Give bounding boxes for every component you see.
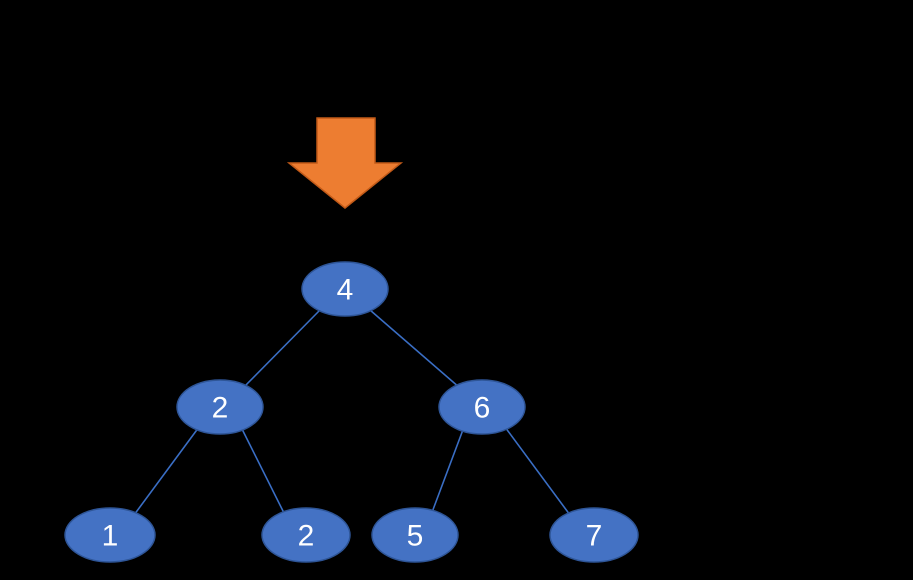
tree-node-label: 5 [407, 520, 424, 553]
tree-node-n-r[interactable]: 6 [438, 379, 526, 435]
tree-node-label: 4 [337, 274, 354, 307]
tree-node-shape[interactable] [176, 379, 264, 435]
tree-node-label: 7 [586, 520, 603, 553]
tree-edge [430, 426, 465, 516]
tree-node-shape[interactable] [371, 507, 459, 563]
tree-node-label: 6 [474, 392, 491, 425]
tree-node-shape[interactable] [438, 379, 526, 435]
tree-node-label: 2 [298, 520, 315, 553]
tree-node-n-l[interactable]: 2 [176, 379, 264, 435]
tree-edge [242, 309, 321, 389]
tree-node-root[interactable]: 4 [301, 261, 389, 317]
tree-node-shape[interactable] [549, 507, 639, 563]
tree-node-n-rl[interactable]: 5 [371, 507, 459, 563]
tree-node-shape[interactable] [301, 261, 389, 317]
root-pointer-arrow-icon [286, 117, 404, 209]
tree-node-shape[interactable] [261, 507, 351, 563]
tree-node-shape[interactable] [64, 507, 156, 563]
tree-node-n-lr[interactable]: 2 [261, 507, 351, 563]
root-pointer-arrow-group [286, 117, 404, 209]
tree-node-label: 2 [212, 392, 229, 425]
tree-nodes-group: 4 2 6 1 2 5 7 [64, 261, 639, 563]
tree-node-n-ll[interactable]: 1 [64, 507, 156, 563]
tree-edge [504, 426, 571, 516]
tree-edges-group [133, 309, 571, 516]
tree-edge [133, 426, 200, 516]
tree-node-n-rr[interactable]: 7 [549, 507, 639, 563]
tree-edge [369, 309, 461, 389]
tree-edge [240, 426, 286, 516]
tree-node-label: 1 [102, 520, 119, 553]
